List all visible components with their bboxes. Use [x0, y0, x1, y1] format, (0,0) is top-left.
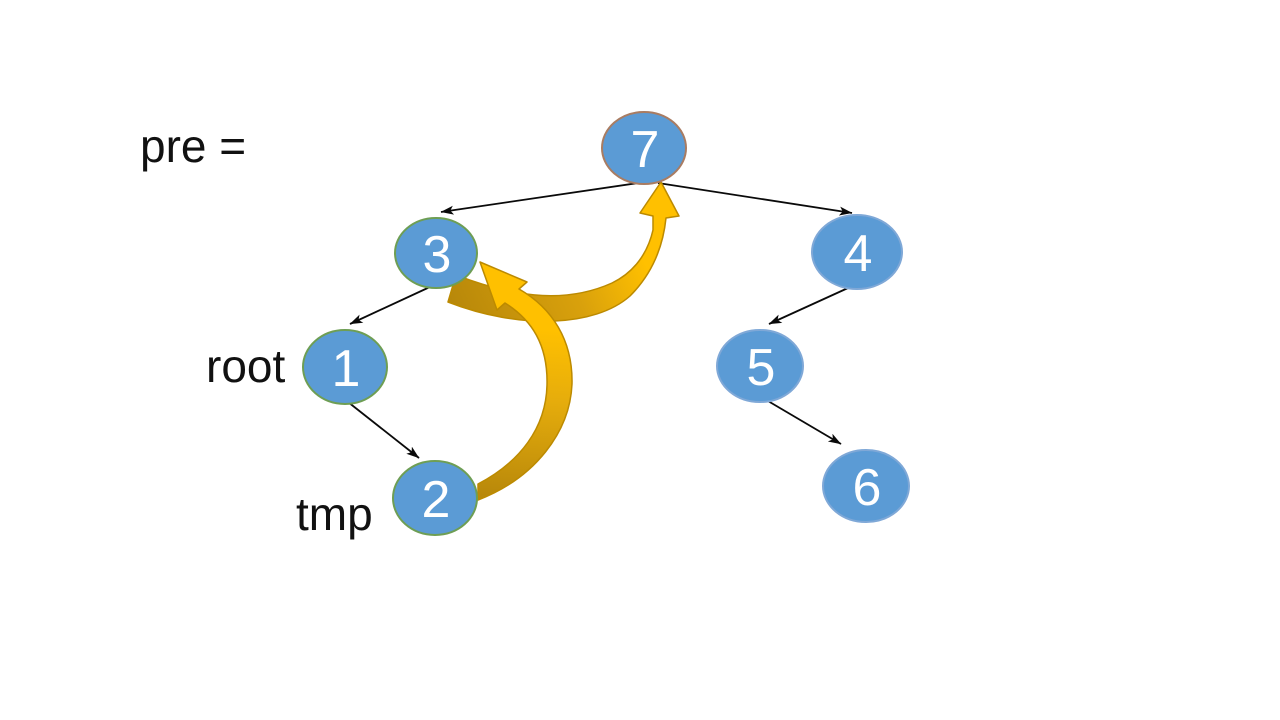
root-pointer-label: root — [206, 340, 286, 392]
tree-node-2-circle — [392, 460, 478, 536]
tree-node-7: 7 — [601, 111, 687, 185]
tree-node-3: 3 — [394, 217, 478, 289]
tree-node-5-circle — [716, 329, 804, 403]
tree-node-4-circle — [811, 214, 903, 290]
edge-1-to-2 — [347, 401, 420, 459]
edge-7-to-4 — [657, 182, 853, 216]
curved-arrow-node2-to-node3 — [477, 261, 573, 501]
tree-node-4-value: 4 — [844, 225, 873, 283]
edge-7-to-3 — [440, 181, 646, 215]
tree-node-1-value: 1 — [332, 340, 361, 398]
tree-node-1: 1 — [302, 329, 388, 405]
tree-node-6-value: 6 — [853, 459, 882, 517]
tree-node-6-circle — [822, 449, 910, 523]
tree-node-2: 2 — [392, 460, 478, 536]
tree-node-6: 6 — [822, 449, 910, 523]
edge-3-to-1 — [349, 285, 433, 325]
edge-4-to-5 — [768, 287, 849, 325]
tree-node-7-value: 7 — [631, 121, 660, 179]
tree-node-3-value: 3 — [423, 226, 452, 284]
tree-node-5: 5 — [716, 329, 804, 403]
tree-node-7-circle — [601, 111, 687, 185]
tree-node-1-circle — [302, 329, 388, 405]
tmp-pointer-label: tmp — [296, 488, 373, 540]
tree-node-4: 4 — [811, 214, 903, 290]
edge-5-to-6 — [767, 400, 842, 445]
curved-arrow-node3-to-node7 — [447, 181, 680, 323]
tree-node-2-value: 2 — [422, 471, 451, 529]
tree-node-5-value: 5 — [747, 339, 776, 397]
pre-label: pre = — [140, 120, 247, 172]
tree-node-3-circle — [394, 217, 478, 289]
